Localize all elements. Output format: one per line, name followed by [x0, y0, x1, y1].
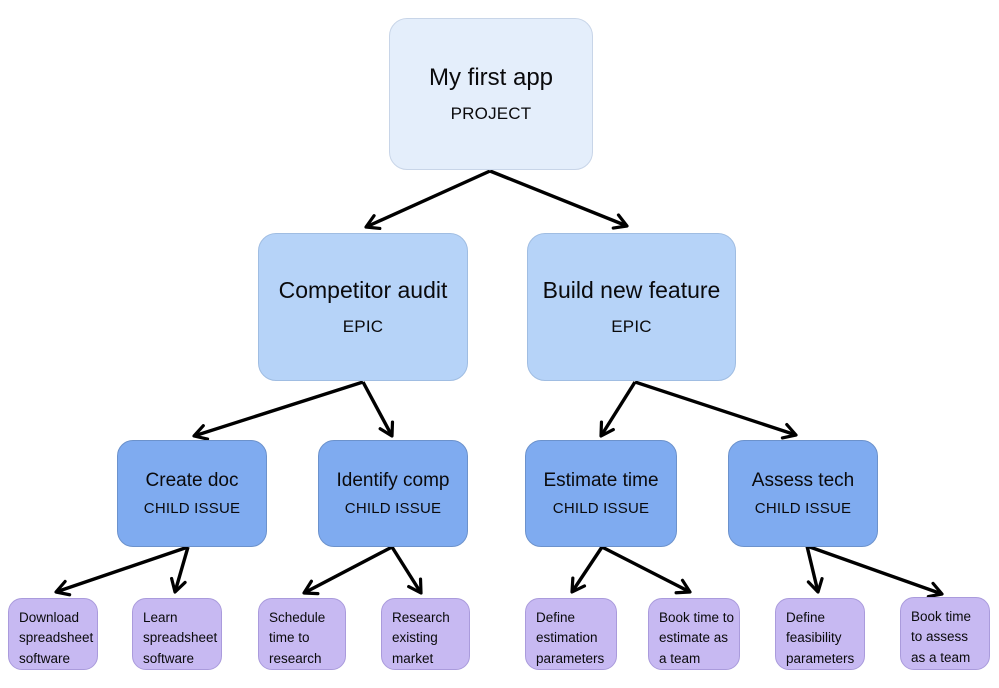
- node-title: Competitor audit: [278, 277, 448, 303]
- arrow-project-to-epic-2: [489, 169, 629, 230]
- node-task-download-spreadsheet-software[interactable]: Download spreadsheet software: [8, 598, 98, 670]
- node-type-label: CHILD ISSUE: [344, 500, 442, 517]
- node-title: Build new feature: [542, 277, 721, 303]
- task-text: Download spreadsheet software: [19, 610, 94, 666]
- arrow-epic2-to-child-3: [599, 381, 637, 438]
- node-type-label: EPIC: [342, 317, 384, 336]
- node-child-assess-tech[interactable]: Assess tech CHILD ISSUE: [728, 440, 878, 547]
- node-child-identify-comp[interactable]: Identify comp CHILD ISSUE: [318, 440, 468, 547]
- node-title: My first app: [428, 64, 554, 91]
- node-title: Estimate time: [543, 470, 659, 491]
- node-task-book-time-to-assess[interactable]: Book time to assess as a team: [900, 597, 990, 670]
- arrow-child2-to-task-3: [302, 545, 393, 596]
- arrow-child1-to-task-2: [170, 546, 190, 594]
- task-text: Research existing market: [392, 610, 450, 666]
- node-child-create-doc[interactable]: Create doc CHILD ISSUE: [117, 440, 267, 547]
- node-type-label: EPIC: [611, 317, 652, 336]
- node-child-estimate-time[interactable]: Estimate time CHILD ISSUE: [525, 440, 677, 547]
- node-task-learn-spreadsheet-software[interactable]: Learn spreadsheet software: [132, 598, 222, 670]
- node-epic-build-new-feature[interactable]: Build new feature EPIC: [527, 233, 736, 381]
- arrow-child1-to-task-1: [54, 545, 189, 597]
- node-task-define-estimation-parameters[interactable]: Define estimation parameters: [525, 598, 617, 670]
- node-epic-competitor-audit[interactable]: Competitor audit EPIC: [258, 233, 468, 381]
- arrow-child4-to-task-7: [805, 545, 824, 594]
- arrow-epic1-to-child-2: [361, 381, 395, 438]
- task-text: Define estimation parameters: [536, 610, 605, 666]
- node-task-research-existing-market[interactable]: Research existing market: [381, 598, 470, 670]
- arrow-child3-to-task-5: [570, 546, 604, 594]
- task-text: Define feasibility parameters: [786, 610, 855, 666]
- node-title: Create doc: [145, 470, 239, 491]
- arrow-child2-to-task-4: [390, 546, 423, 595]
- node-task-schedule-time-to-research[interactable]: Schedule time to research: [258, 598, 346, 670]
- node-title: Assess tech: [751, 470, 855, 491]
- node-task-define-feasibility-parameters[interactable]: Define feasibility parameters: [775, 598, 865, 670]
- node-type-label: CHILD ISSUE: [143, 500, 241, 517]
- task-text: Book time to assess as a team: [911, 609, 972, 665]
- node-type-label: CHILD ISSUE: [552, 500, 650, 517]
- node-type-label: CHILD ISSUE: [754, 500, 852, 517]
- node-type-label: PROJECT: [450, 104, 532, 123]
- task-text: Learn spreadsheet software: [143, 610, 218, 666]
- arrow-child3-to-task-6: [601, 545, 692, 595]
- task-text: Schedule time to research: [269, 610, 326, 666]
- arrow-project-to-epic-1: [364, 169, 491, 231]
- node-task-book-time-to-estimate[interactable]: Book time to estimate as a team: [648, 598, 740, 670]
- arrow-child4-to-task-8: [806, 544, 944, 599]
- node-title: Identify comp: [336, 470, 450, 491]
- task-text: Book time to estimate as a team: [659, 610, 735, 666]
- arrow-epic2-to-child-4: [634, 380, 798, 440]
- node-project[interactable]: My first app PROJECT: [389, 18, 593, 170]
- arrow-epic1-to-child-1: [192, 380, 364, 441]
